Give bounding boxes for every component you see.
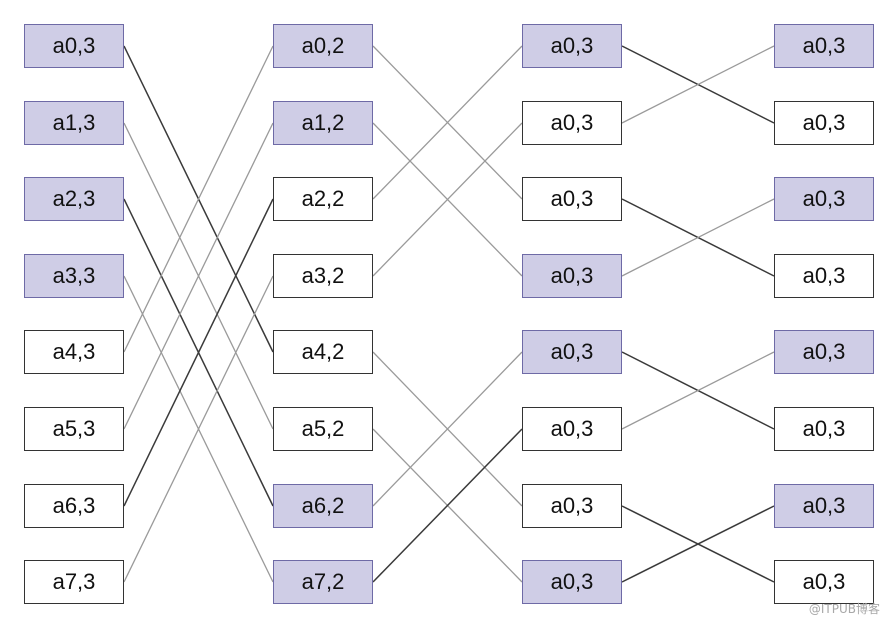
- node-col3-row5: a0,3: [774, 407, 874, 451]
- link-stage0-4-to-0: [123, 45, 274, 353]
- node-col3-row1: a0,3: [774, 101, 874, 145]
- node-col1-row3: a3,2: [273, 254, 373, 298]
- link-stage1-6-to-4: [372, 351, 523, 507]
- node-col3-row3: a0,3: [774, 254, 874, 298]
- node-col3-row7: a0,3: [774, 560, 874, 604]
- link-stage2-1-to-0: [621, 45, 775, 124]
- node-col2-row0: a0,3: [522, 24, 622, 68]
- node-col0-row4: a4,3: [24, 330, 124, 374]
- node-col0-row3: a3,3: [24, 254, 124, 298]
- node-col1-row2: a2,2: [273, 177, 373, 221]
- node-col1-row5: a5,2: [273, 407, 373, 451]
- node-col3-row4: a0,3: [774, 330, 874, 374]
- node-col2-row4: a0,3: [522, 330, 622, 374]
- node-col1-row1: a1,2: [273, 101, 373, 145]
- node-col0-row7: a7,3: [24, 560, 124, 604]
- node-col2-row7: a0,3: [522, 560, 622, 604]
- node-col3-row6: a0,3: [774, 484, 874, 528]
- node-col1-row6: a6,2: [273, 484, 373, 528]
- link-stage2-7-to-6: [621, 505, 775, 583]
- link-stage1-7-to-5: [372, 428, 523, 583]
- link-stage0-5-to-1: [123, 122, 274, 430]
- link-stage2-5-to-4: [621, 351, 775, 430]
- node-col3-row0: a0,3: [774, 24, 874, 68]
- node-col1-row4: a4,2: [273, 330, 373, 374]
- node-col2-row5: a0,3: [522, 407, 622, 451]
- link-stage2-3-to-2: [621, 198, 775, 277]
- node-col2-row3: a0,3: [522, 254, 622, 298]
- node-col1-row7: a7,2: [273, 560, 373, 604]
- link-stage1-3-to-1: [372, 122, 523, 277]
- node-col2-row6: a0,3: [522, 484, 622, 528]
- node-col0-row0: a0,3: [24, 24, 124, 68]
- node-col2-row1: a0,3: [522, 101, 622, 145]
- node-col0-row2: a2,3: [24, 177, 124, 221]
- link-stage1-2-to-0: [372, 45, 523, 200]
- node-col0-row5: a5,3: [24, 407, 124, 451]
- link-stage0-6-to-2: [123, 198, 274, 507]
- node-col0-row1: a1,3: [24, 101, 124, 145]
- node-col0-row6: a6,3: [24, 484, 124, 528]
- node-col2-row2: a0,3: [522, 177, 622, 221]
- watermark: @ITPUB博客: [808, 602, 880, 616]
- node-col1-row0: a0,2: [273, 24, 373, 68]
- link-stage0-7-to-3: [123, 275, 274, 583]
- node-col3-row2: a0,3: [774, 177, 874, 221]
